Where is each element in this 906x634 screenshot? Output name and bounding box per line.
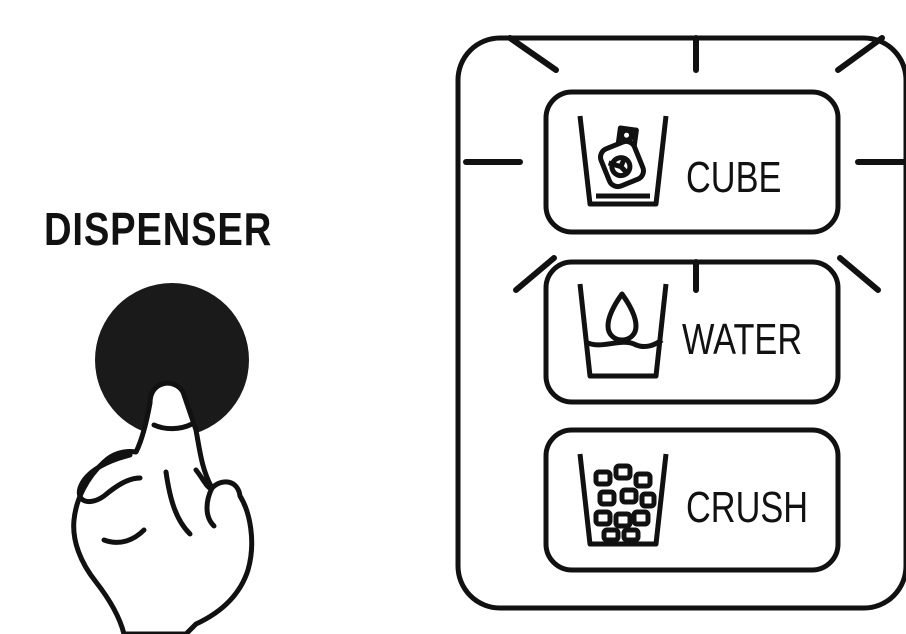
cube-label: CUBE [686,156,781,200]
ice-cube-cup-icon [580,116,666,204]
pressing-hand-icon [74,383,252,634]
crush-label: CRUSH [686,486,808,530]
crushed-ice-cup-icon [580,454,666,544]
water-label: WATER [682,318,802,362]
water-drop-cup-icon [580,284,666,376]
